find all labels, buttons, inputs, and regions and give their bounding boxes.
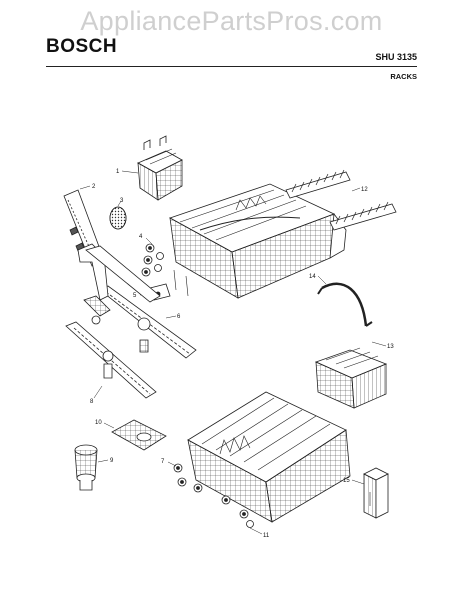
- part-13-small-basket: [314, 347, 388, 409]
- callout-12: 12: [361, 187, 368, 193]
- part-8-lower-spray-arm: [65, 321, 157, 399]
- part-15-cutlery-holder: [363, 467, 389, 519]
- part-11-front-wheels: [221, 495, 254, 528]
- part-6-upper-spray-arm: [99, 285, 197, 359]
- header-rule: [46, 66, 417, 67]
- part-4-rack-wheels: [141, 243, 164, 277]
- callout-2: 2: [92, 184, 96, 190]
- callout-9: 9: [110, 458, 114, 464]
- upper-dish-rack: [169, 183, 347, 299]
- watermark: AppliancePartsPros.com: [80, 6, 383, 36]
- callout-8: 8: [90, 399, 94, 405]
- part-12-cup-shelves: [285, 169, 397, 231]
- model-number: SHU 3135: [375, 52, 417, 62]
- lower-dish-rack: [187, 391, 351, 523]
- part-7-lower-wheels: [173, 463, 203, 493]
- section-title: RACKS: [390, 72, 417, 81]
- water-supply-tube: [77, 243, 161, 325]
- part-3-spray-disc: [109, 206, 127, 230]
- callout-14: 14: [309, 274, 316, 280]
- callout-6: 6: [177, 314, 181, 320]
- part-9-filter-cup: [74, 444, 98, 491]
- callout-10: 10: [95, 420, 102, 426]
- brand-logo: BOSCH: [46, 36, 118, 57]
- callout-15: 15: [343, 478, 350, 484]
- part-1-cutlery-basket: [137, 135, 183, 201]
- callout-5: 5: [133, 293, 137, 299]
- callout-7: 7: [161, 459, 165, 465]
- callout-13: 13: [387, 344, 394, 350]
- callout-11: 11: [263, 533, 270, 539]
- part-14-rack-handle: [317, 282, 373, 327]
- part-10-filter-plate: [111, 419, 167, 451]
- callout-1: 1: [116, 169, 120, 175]
- callout-4: 4: [139, 234, 143, 240]
- callout-3: 3: [120, 198, 124, 204]
